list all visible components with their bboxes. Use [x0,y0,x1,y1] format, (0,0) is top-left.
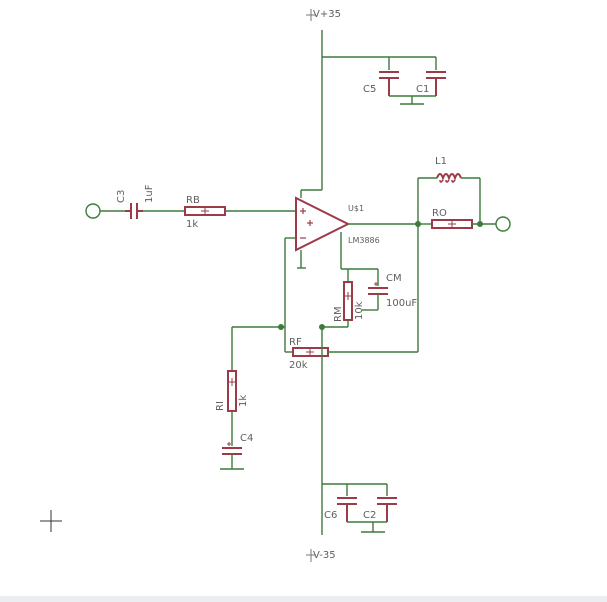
rf-value: 20k [289,360,308,371]
rf-label: RF [289,337,302,348]
junction-l1-ro [477,221,483,227]
capacitor-c2[interactable]: C2 [363,497,397,522]
c4-label: C4 [240,433,253,444]
capacitor-c4[interactable]: C4 [222,433,253,455]
junction-rm [319,324,325,330]
capacitor-c6[interactable]: C6 [324,497,357,522]
status-bar [0,596,607,602]
c6-label: C6 [324,510,337,521]
rb-value: 1k [186,219,198,230]
opamp-value: LM3886 [348,236,380,245]
rm-label: RM [333,306,344,322]
capacitor-cm[interactable]: CM 100uF [368,273,417,309]
supply-positive-label: V+35 [313,9,341,20]
c2-label: C2 [363,510,376,521]
supply-positive[interactable]: V+35 [306,9,341,21]
resistor-rm[interactable]: RM 10k [333,281,365,322]
crosshair-cursor-icon [40,510,62,532]
input-connector[interactable] [85,203,101,219]
supply-negative-label: V-35 [313,550,336,561]
cm-value: 100uF [386,298,417,309]
ro-label: RO [432,208,447,219]
capacitor-c5[interactable]: C5 [363,71,399,96]
opamp-u1[interactable]: U$1 LM3886 [295,196,380,252]
ri-label: RI [215,401,226,411]
c5-label: C5 [363,84,376,95]
resistor-ro[interactable]: RO [431,208,473,229]
resistor-ri[interactable]: RI 1k [215,370,249,412]
c3-value: 1uF [144,184,155,203]
opamp-name: U$1 [348,204,364,213]
ri-value: 1k [238,395,249,407]
rb-label: RB [186,195,200,206]
inductor-l1[interactable]: L1 [435,156,462,183]
rm-value: 10k [354,301,365,320]
cm-label: CM [386,273,402,284]
c3-label: C3 [116,190,127,203]
capacitor-c3[interactable]: C3 1uF [116,184,155,219]
capacitor-c1[interactable]: C1 [416,71,446,96]
resistor-rb[interactable]: RB 1k [184,195,226,230]
l1-label: L1 [435,156,447,167]
supply-negative[interactable]: V-35 [306,549,336,562]
c1-label: C1 [416,84,429,95]
junction-output [415,221,421,227]
output-connector[interactable] [495,216,511,232]
junction-ri [278,324,284,330]
